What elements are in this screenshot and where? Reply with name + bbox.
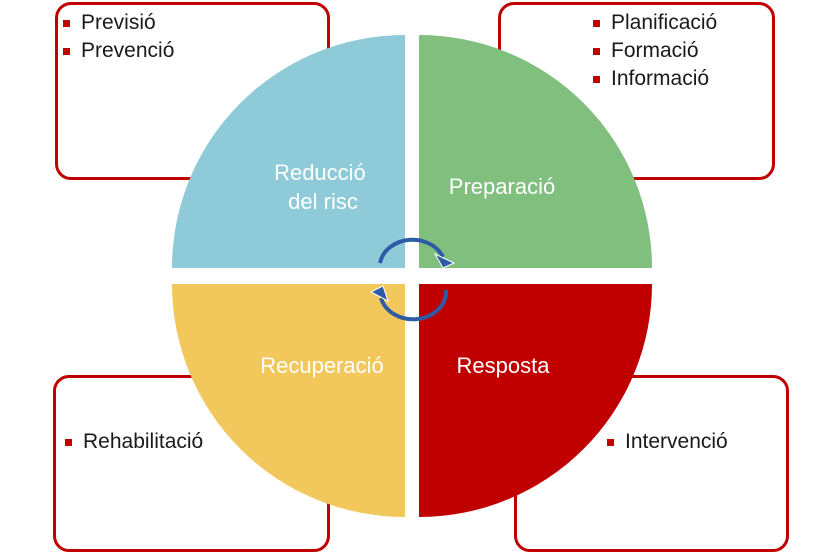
resposta-bullet-list: Intervenció: [607, 428, 728, 456]
quadrant-label-recuperacio: Recuperació: [260, 353, 384, 378]
quadrant-preparacio: [419, 35, 652, 268]
quadrant-reduccio-del-risc: [172, 35, 405, 268]
quadrant-label-resposta: Resposta: [457, 353, 551, 378]
bullet-rehabilitacio: Rehabilitació: [65, 428, 203, 456]
quadrant-label-reduccio: Reducció del risc: [274, 160, 372, 214]
preparacio-bullet-list: Planificació Formació Informació: [593, 9, 717, 93]
bullet-intervencio: Intervenció: [607, 428, 728, 456]
bullet-planificacio: Planificació: [593, 9, 717, 37]
cycle-arrows-icon: [369, 237, 456, 322]
bullet-formacio: Formació: [593, 37, 717, 65]
quadrant-label-preparacio: Preparació: [449, 174, 555, 199]
quadrant-resposta: [419, 284, 652, 517]
bullet-prevencio: Prevenció: [63, 37, 174, 65]
reduccio-bullet-list: Previsió Prevenció: [63, 9, 174, 65]
recuperacio-bullet-list: Rehabilitació: [65, 428, 203, 456]
bullet-previsio: Previsió: [63, 9, 174, 37]
quadrant-recuperacio: [172, 284, 405, 517]
bullet-informacio: Informació: [593, 65, 717, 93]
